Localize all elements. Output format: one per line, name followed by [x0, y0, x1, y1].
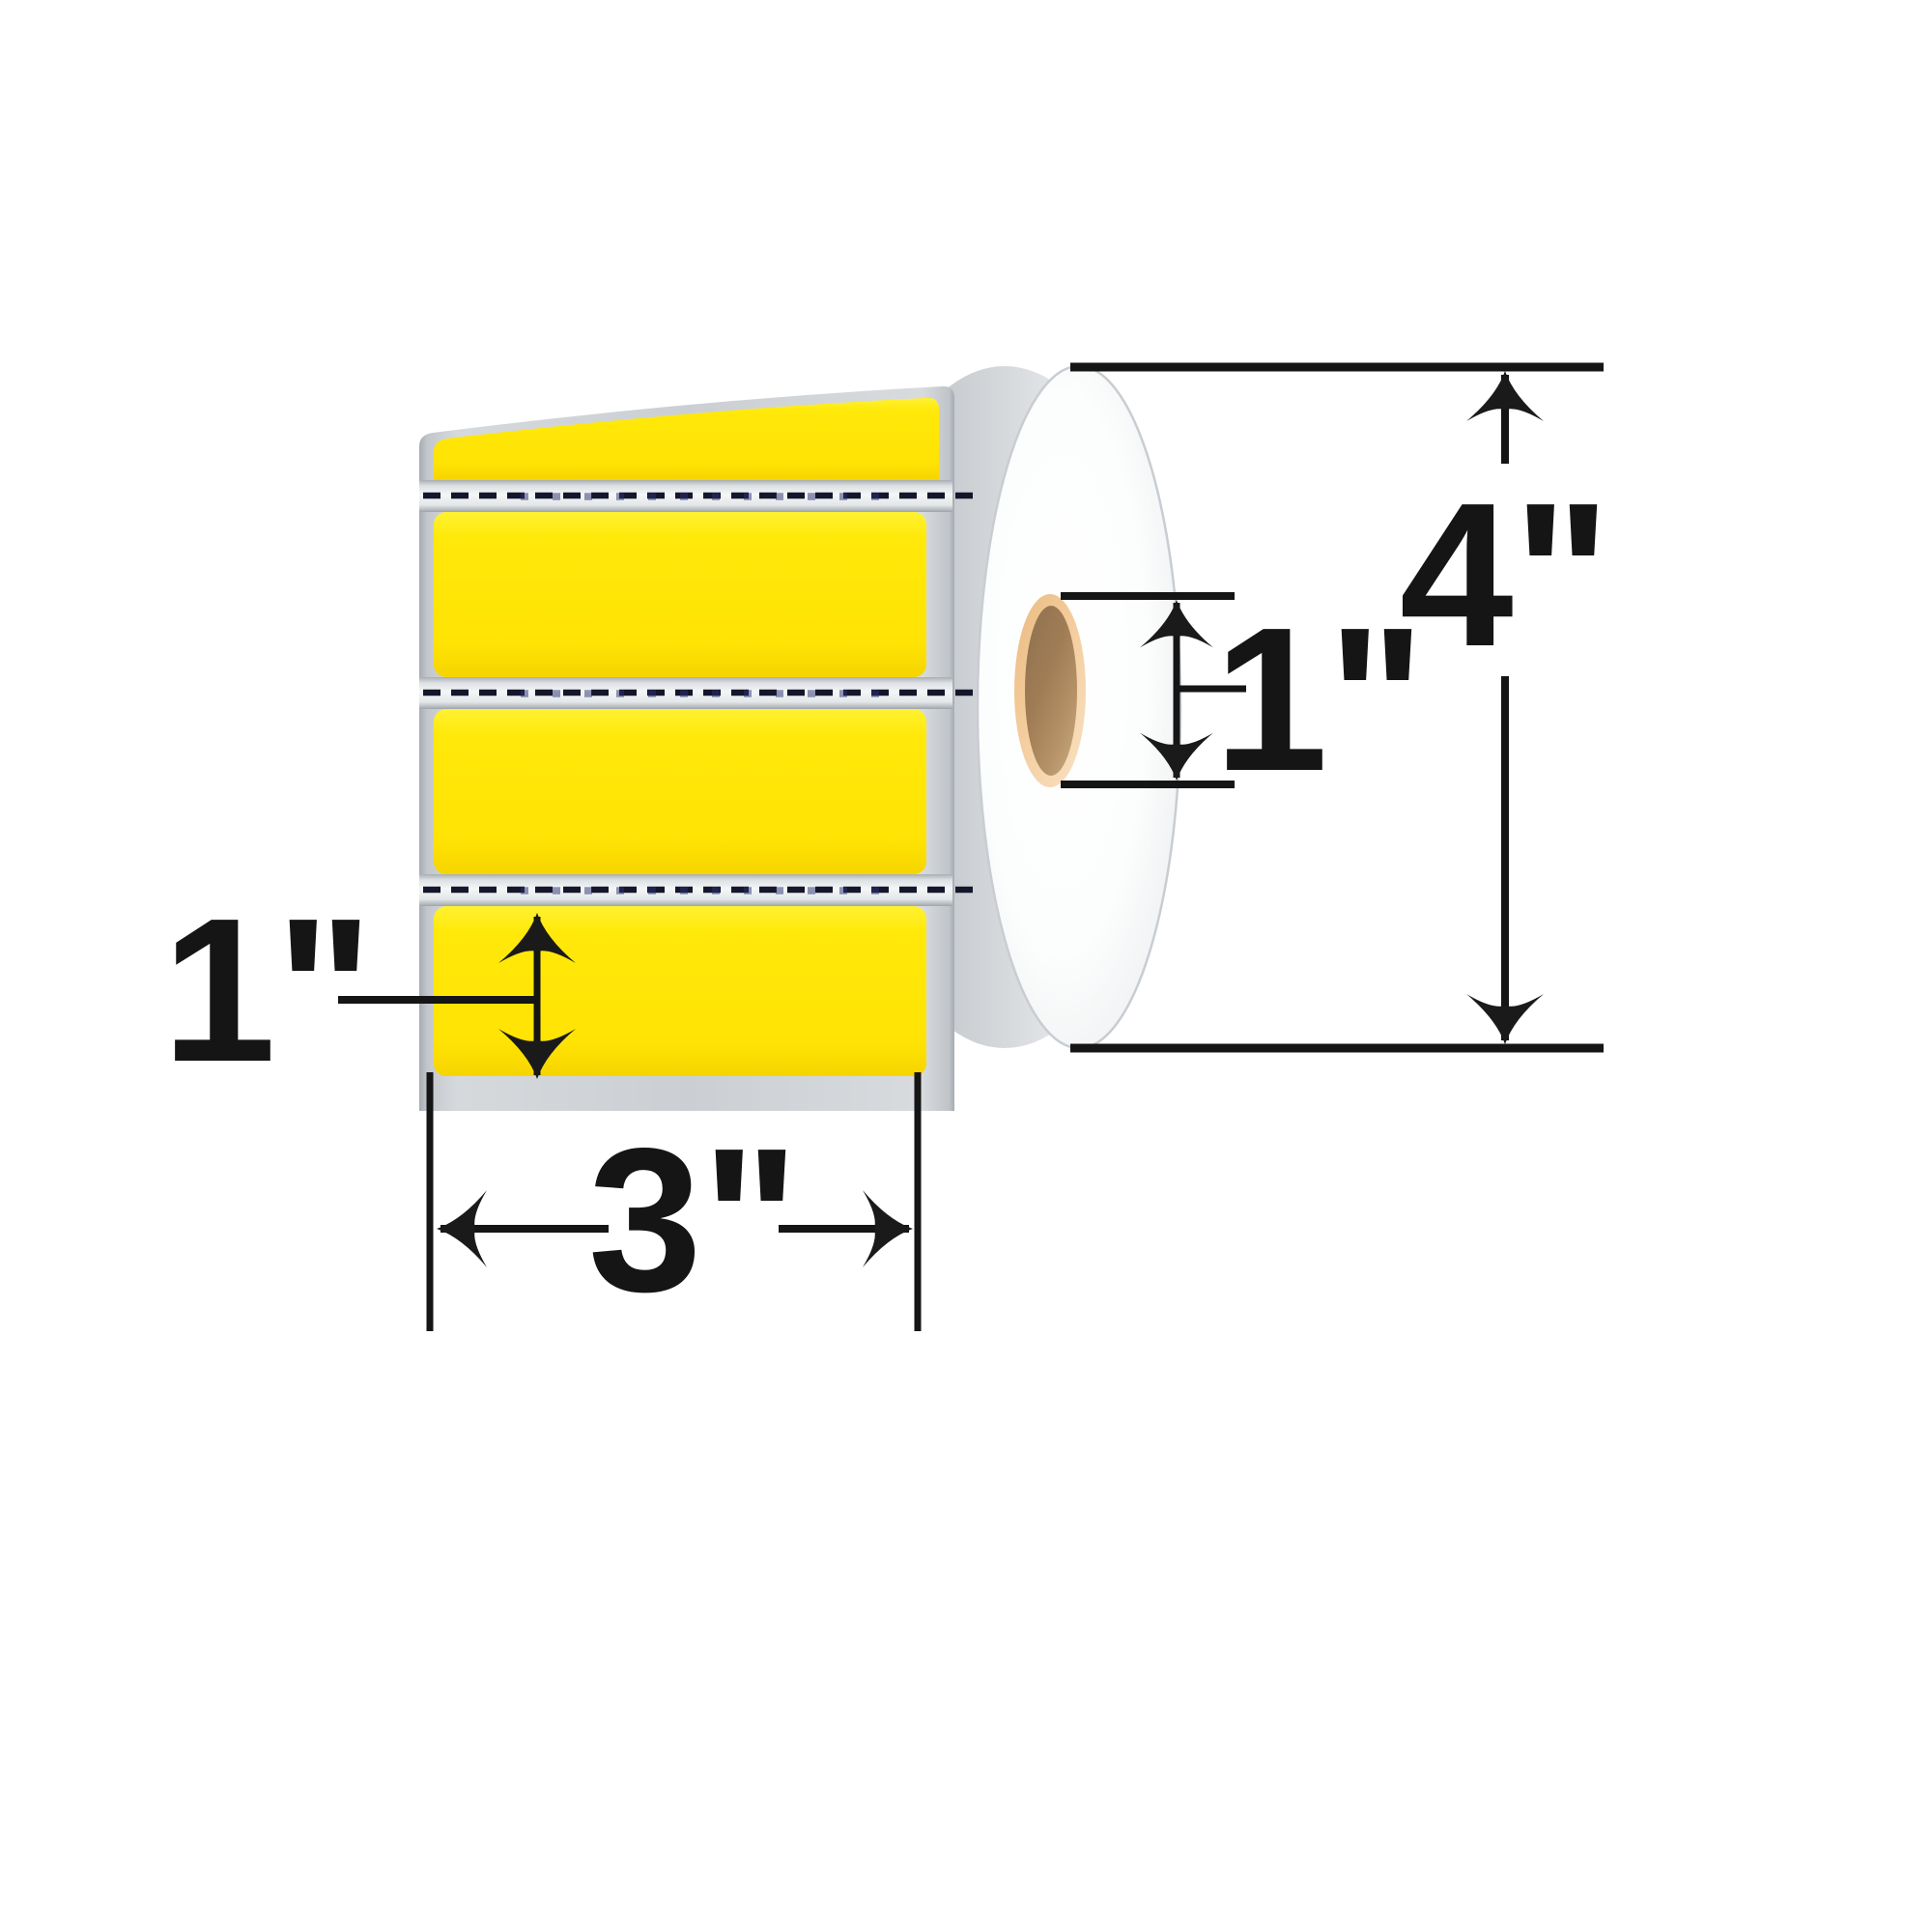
perforation-band-2 [419, 677, 978, 709]
arrowhead-up-icon [1140, 600, 1213, 648]
arrowhead-left-icon [437, 1190, 487, 1267]
arrowhead-right-icon [863, 1190, 913, 1267]
perforation-band-1 [419, 480, 976, 512]
label-strip [419, 385, 978, 1111]
dimension-label-width: 3" [426, 1072, 922, 1334]
dimension-roll-diameter: 4" [1070, 362, 1610, 1053]
label-width-value: 3" [588, 1105, 799, 1334]
label-height-value: 1" [162, 875, 373, 1104]
arrowhead-down-icon [1140, 732, 1213, 781]
perforation-band-3 [419, 874, 974, 906]
arrowhead-down-icon [1466, 994, 1544, 1044]
label-sticker-3 [434, 709, 926, 874]
arrowhead-down-icon [498, 1029, 576, 1079]
roll-diameter-value: 4" [1400, 460, 1610, 689]
label-sticker-4 [434, 906, 926, 1076]
core-hole [1025, 606, 1077, 776]
arrowhead-up-icon [1466, 371, 1544, 421]
dimension-label-height: 1" [162, 875, 576, 1104]
label-sticker-2 [434, 512, 926, 677]
core-diameter-value: 1" [1214, 584, 1425, 813]
roll-core [1014, 594, 1086, 787]
arrowhead-up-icon [498, 913, 576, 963]
dimension-core-diameter: 1" [1061, 584, 1425, 813]
label-sticker-1 [434, 397, 939, 480]
